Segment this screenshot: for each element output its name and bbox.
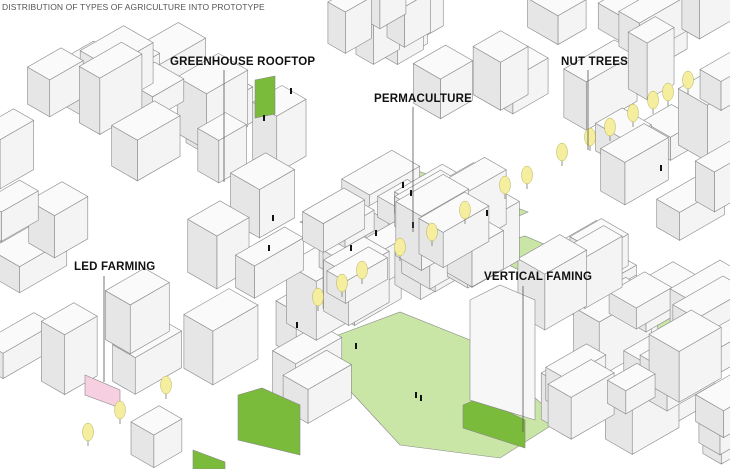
person-icon (272, 215, 274, 221)
building-wall (699, 0, 730, 40)
building-roof (78, 41, 143, 79)
nut-tree-icon (114, 400, 126, 420)
person-icon (355, 343, 357, 349)
nut-tree-icon (312, 287, 324, 307)
building-roof (104, 267, 170, 306)
nut-tree-icon (336, 273, 348, 293)
label-greenhouse-rooftop: GREENHOUSE ROOFTOP (170, 56, 316, 68)
person-icon (268, 245, 270, 251)
building-roof (40, 302, 98, 336)
person-icon (263, 115, 265, 121)
building-roof (0, 312, 55, 354)
building-roof (130, 405, 183, 436)
building-roof (418, 191, 490, 233)
greenhouse-rooftop-block (254, 75, 276, 119)
building-roof (563, 39, 638, 83)
building-roof (606, 363, 656, 392)
person-icon (660, 165, 662, 171)
building-roof (229, 152, 296, 190)
building-roof (197, 112, 248, 141)
building-roof (176, 52, 249, 95)
building-roof (282, 349, 352, 390)
building-roof (302, 187, 366, 224)
building-wall (0, 210, 2, 242)
nut-tree-icon (356, 260, 368, 280)
nut-tree-icon (426, 222, 438, 242)
nut-tree-icon (662, 82, 674, 102)
building-roof (183, 288, 259, 332)
person-icon (375, 230, 377, 236)
building-roof (608, 271, 673, 309)
building-roof (600, 123, 669, 163)
person-icon (415, 392, 417, 398)
building-roof (672, 275, 730, 319)
label-led-farming: LED FARMING (74, 261, 156, 273)
label-permaculture: PERMACULTURE (374, 93, 473, 105)
building-roof (26, 47, 84, 81)
building-roof (0, 108, 35, 141)
building-roof (699, 51, 730, 82)
person-icon (410, 190, 412, 196)
building-wall (627, 31, 648, 101)
building-roof (529, 0, 587, 17)
nut-tree-icon (556, 142, 568, 162)
building-roof (187, 200, 250, 237)
person-icon (290, 88, 292, 94)
building-wall (0, 351, 4, 380)
nut-tree-icon (521, 165, 533, 185)
nut-tree-icon (584, 127, 596, 147)
person-icon (296, 322, 298, 328)
building-roof (618, 0, 681, 24)
nut-tree-icon (459, 200, 471, 220)
person-icon (486, 210, 488, 216)
building-roof (694, 140, 730, 173)
building-roof (627, 16, 675, 44)
building-roof (341, 149, 421, 196)
person-icon (350, 245, 352, 251)
building-roof (517, 234, 588, 275)
nut-tree-icon (394, 237, 406, 257)
building-roof (327, 0, 367, 13)
nut-tree-icon (499, 175, 511, 195)
person-icon (420, 395, 422, 401)
nut-tree-icon (160, 375, 172, 395)
building-roof (395, 174, 470, 217)
building-wall (527, 0, 559, 46)
nut-tree-icon (627, 103, 639, 123)
nut-tree-icon (604, 117, 616, 137)
vertical-farm-tower (469, 284, 536, 421)
building-roof (326, 246, 388, 282)
green-block (237, 387, 301, 456)
building-roof (695, 374, 730, 412)
building-wall (0, 255, 20, 294)
label-vertical-farming: VERTICAL FAMING (484, 271, 593, 283)
building-roof (648, 309, 722, 352)
person-icon (402, 182, 404, 188)
nut-tree-icon (82, 422, 94, 442)
building-roof (111, 100, 181, 141)
building-roof (472, 30, 529, 63)
building-wall (681, 0, 700, 40)
green-block-south (192, 449, 226, 469)
nut-tree-icon (682, 70, 694, 90)
nut-tree-icon (647, 90, 659, 110)
building-roof (412, 44, 474, 80)
building-roof (0, 179, 39, 213)
building-roof (547, 359, 615, 398)
diagram-title: DISTRIBUTION OF TYPES OF AGRICULTURE INT… (2, 2, 265, 12)
label-nut-trees: NUT TREES (561, 56, 628, 68)
